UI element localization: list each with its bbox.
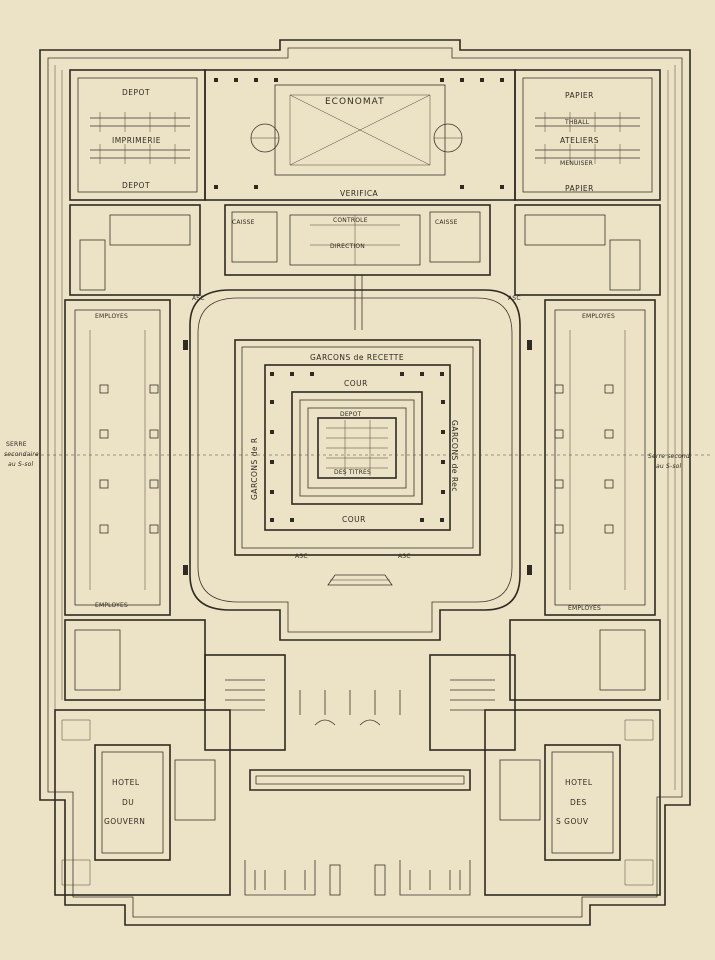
label-garcons-left: GARCONS de R [250, 437, 259, 500]
workshop-tables-left [90, 112, 190, 164]
label-hotel-right-2: DES [570, 798, 587, 807]
central-perron [327, 574, 393, 586]
label-depot-center: DEPOT [340, 411, 362, 418]
label-economat: ECONOMAT [325, 97, 385, 107]
side-hall-piers [99, 384, 614, 534]
label-imprimerie: IMPRIMERIE [112, 136, 161, 145]
label-garcons-recette: GARCONS de RECETTE [310, 353, 404, 362]
label-caisse-left: CAISSE [232, 219, 255, 226]
label-asc-top-left: ASC [192, 295, 205, 302]
label-controle: CONTROLE [333, 217, 368, 224]
great-hall [183, 289, 532, 641]
label-hotel-left-1: HOTEL [112, 778, 140, 787]
label-papier-bottom: PAPIER [565, 184, 594, 193]
label-hotel-right-1: HOTEL [565, 778, 593, 787]
label-serre-left-2: secondaire [4, 451, 39, 458]
label-papier-top: PAPIER [565, 91, 594, 100]
label-thball: THBALL [564, 119, 590, 126]
label-employes-top-left: EMPLOYES [95, 313, 128, 320]
label-serre-right-2: au S-sol [656, 463, 682, 470]
label-verifica: VERIFICA [340, 189, 379, 198]
label-direction: DIRECTION [330, 243, 365, 250]
label-serre-left-3: au S-sol [8, 461, 34, 468]
label-depot-left: DEPOT [122, 181, 150, 190]
label-employes-bottom-right: EMPLOYES [568, 605, 601, 612]
label-menuiserie: MENUISER [560, 160, 593, 167]
label-garcons-right: GARCONS de Rec [450, 420, 459, 492]
hotel-right [484, 709, 661, 896]
label-hotel-left-2: DU [122, 798, 134, 807]
label-ateliers: ATELIERS [560, 136, 599, 145]
left-wing [64, 204, 206, 701]
label-caisse-right: CAISSE [435, 219, 458, 226]
top-colonnade [214, 78, 504, 189]
label-hotel-right-3: S GOUV [556, 817, 589, 826]
entrance-block [204, 654, 516, 791]
label-hotel-left-3: GOUVERN [104, 817, 145, 826]
workshop-tables-right [535, 112, 640, 164]
label-asc-center-right: ASC [398, 553, 411, 560]
label-des-titres: DES TITRES [334, 469, 371, 476]
hotel-left [54, 709, 231, 896]
label-cour-top: COUR [344, 379, 368, 388]
label-employes-bottom-left: EMPLOYES [95, 602, 128, 609]
administration-row [224, 204, 491, 330]
label-serre-right-1: Serre second [648, 453, 690, 460]
central-court [234, 339, 481, 556]
label-cour-bottom: COUR [342, 515, 366, 524]
top-service-block [69, 69, 661, 201]
outer-perimeter [39, 39, 691, 926]
label-serre-left-1: SERRE [6, 441, 27, 448]
label-asc-top-right: ASC [508, 295, 521, 302]
label-asc-center-left: ASC [295, 553, 308, 560]
right-wing [509, 204, 661, 701]
label-employes-top-right: EMPLOYES [582, 313, 615, 320]
label-depot-top: DEPOT [122, 88, 150, 97]
front-bays [244, 860, 471, 896]
